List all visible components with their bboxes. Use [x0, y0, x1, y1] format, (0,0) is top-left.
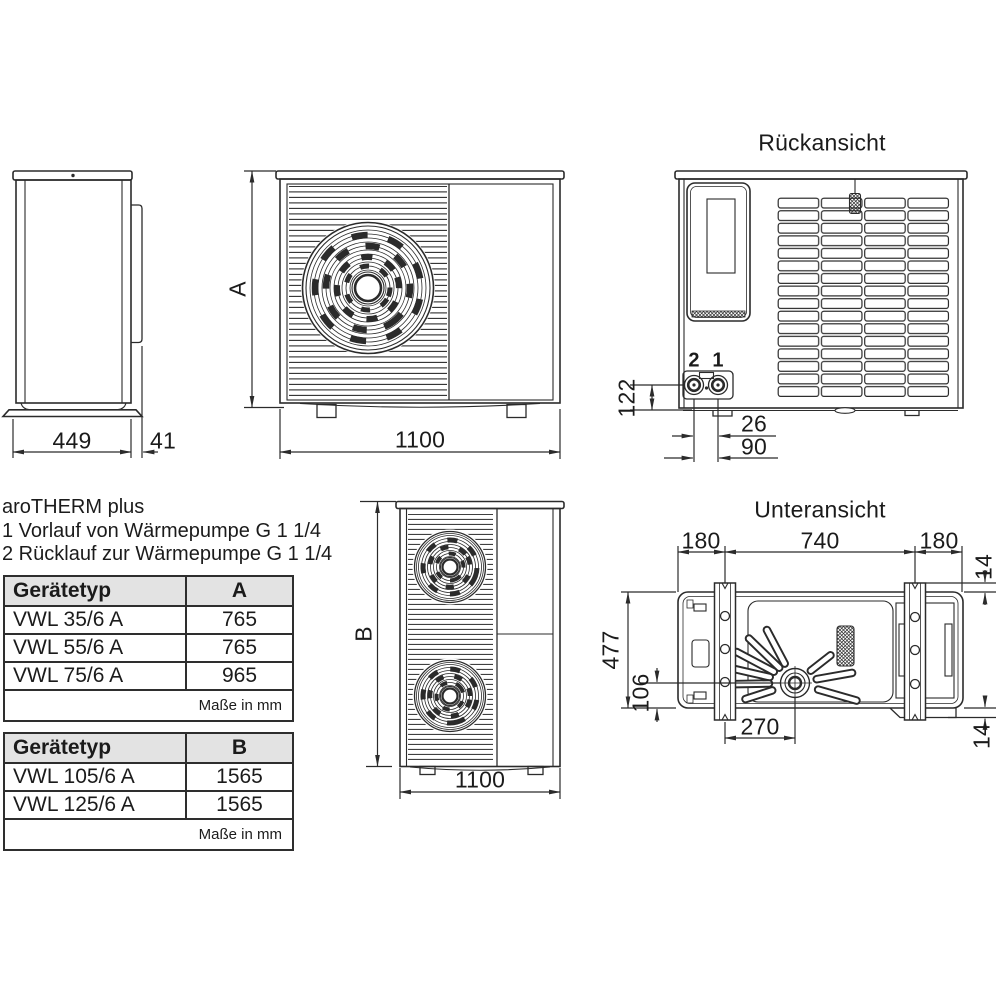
rear-view-drawing — [630, 170, 968, 462]
dim-270-label: 270 — [740, 713, 780, 740]
table-a-header-type: Gerätetyp — [3, 575, 187, 607]
device-value: 1565 — [185, 762, 294, 792]
device-value: 1565 — [185, 790, 294, 820]
table-b-header-dim: B — [185, 732, 294, 764]
table-row: VWL 35/6 A 765 — [3, 605, 294, 635]
base-plate — [1, 409, 144, 418]
device-value: 765 — [185, 605, 294, 635]
device-value: 765 — [185, 633, 294, 663]
dim-106-label: 106 — [627, 673, 654, 713]
mounting-rail-left — [713, 582, 737, 721]
tall-front-view-drawing — [360, 500, 565, 799]
dim-180-left-label: 180 — [681, 527, 721, 554]
device-table-a: Gerätetyp A VWL 35/6 A 765 VWL 55/6 A 76… — [3, 575, 294, 722]
rear-grille — [777, 197, 950, 398]
drain-outlet-icon — [778, 666, 812, 700]
dim-122-label: 122 — [613, 378, 640, 418]
dim-1100-b-label: 1100 — [454, 766, 506, 793]
table-row: VWL 75/6 A 965 — [3, 661, 294, 691]
fan-grille-icon — [301, 221, 435, 355]
table-footer-row: Maße in mm — [3, 689, 294, 722]
pipe-1-label: 1 — [712, 349, 724, 372]
mounting-rail-right — [903, 582, 927, 721]
table-row: VWL 125/6 A 1565 — [3, 790, 294, 820]
device-type: VWL 105/6 A — [3, 762, 187, 792]
dim-41-label: 41 — [150, 427, 176, 454]
side-view-drawing — [1, 170, 158, 458]
legend-line-return: 2 Rücklauf zur Wärmepumpe G 1 1/4 — [2, 543, 333, 565]
bottom-view-title: Unteransicht — [754, 496, 886, 523]
bottom-view-drawing — [621, 546, 996, 744]
rear-view-title: Rückansicht — [758, 129, 886, 156]
device-type: VWL 125/6 A — [3, 790, 187, 820]
dim-477-label: 477 — [597, 630, 624, 670]
dim-740-label: 740 — [800, 527, 840, 554]
fan-grille-top-icon — [412, 529, 488, 605]
table-footer-row: Maße in mm — [3, 818, 294, 851]
device-type: VWL 55/6 A — [3, 633, 187, 663]
pipe-connections — [682, 370, 734, 400]
legend-line-flow: 1 Vorlauf von Wärmepumpe G 1 1/4 — [2, 519, 322, 542]
device-type: VWL 75/6 A — [3, 661, 187, 691]
condensate-tray — [747, 600, 894, 703]
dim-449-label: 449 — [52, 427, 92, 454]
dim-A-label: A — [224, 281, 251, 297]
grille-hood — [131, 204, 143, 344]
table-row: VWL 105/6 A 1565 — [3, 762, 294, 792]
dim-14-bottom-label: 14 — [968, 723, 995, 749]
table-header-row: Gerätetyp A — [3, 575, 294, 607]
front-view-drawing — [244, 170, 565, 459]
dim-90-label: 90 — [741, 433, 767, 460]
units-note: Maße in mm — [3, 689, 294, 722]
legend: aroTHERM plus 1 Vorlauf von Wärmepumpe G… — [2, 496, 332, 567]
device-type: VWL 35/6 A — [3, 605, 187, 635]
dim-26-label: 26 — [741, 410, 767, 437]
dim-14-top-label: 14 — [970, 554, 997, 580]
table-a-header-dim: A — [185, 575, 294, 607]
pipe-2-label: 2 — [688, 349, 700, 372]
electrical-box — [686, 182, 751, 322]
fan-grille-bottom-icon — [412, 658, 488, 734]
dim-1100-front-label: 1100 — [394, 426, 446, 453]
vent-grate-icon — [836, 625, 855, 667]
table-header-row: Gerätetyp B — [3, 732, 294, 764]
units-note: Maße in mm — [3, 818, 294, 851]
device-table-b: Gerätetyp B VWL 105/6 A 1565 VWL 125/6 A… — [3, 732, 294, 851]
dim-180-right-label: 180 — [919, 527, 959, 554]
device-value: 965 — [185, 661, 294, 691]
display-window — [706, 198, 736, 274]
dim-B-label: B — [350, 626, 377, 642]
product-name: aroTHERM plus — [2, 496, 145, 518]
screw-icon — [71, 173, 75, 178]
table-b-header-type: Gerätetyp — [3, 732, 187, 764]
table-row: VWL 55/6 A 765 — [3, 633, 294, 663]
